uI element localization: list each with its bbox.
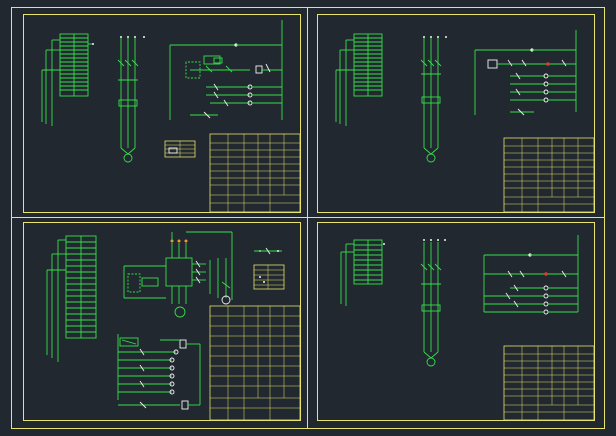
sheet-top-left[interactable] — [23, 14, 301, 213]
sheet-bottom-left[interactable] — [23, 222, 301, 421]
control-circuit — [483, 235, 579, 315]
legend-table — [253, 264, 285, 290]
motor-main-circuit — [420, 36, 447, 163]
control-circuit — [169, 20, 283, 120]
title-block — [209, 305, 301, 421]
control-circuit — [117, 334, 201, 410]
terminal-strip — [41, 33, 94, 126]
control-circuit — [474, 30, 577, 116]
sheet-frame — [23, 14, 301, 213]
terminal-strip — [46, 235, 97, 362]
motor-main-circuit — [117, 36, 145, 163]
sheet-frame — [317, 14, 595, 213]
motor-main-circuit — [420, 239, 446, 367]
title-block — [209, 133, 301, 213]
sheet-frame — [23, 222, 301, 421]
sheet-top-right[interactable] — [317, 14, 595, 213]
inverter-circuit — [123, 231, 282, 318]
parts-table — [164, 140, 196, 158]
title-block — [503, 137, 595, 213]
sheet-bottom-right[interactable] — [317, 222, 595, 421]
title-block — [503, 345, 595, 421]
sheet-frame — [317, 222, 595, 421]
terminal-strip — [335, 33, 383, 126]
terminal-strip — [340, 239, 385, 306]
